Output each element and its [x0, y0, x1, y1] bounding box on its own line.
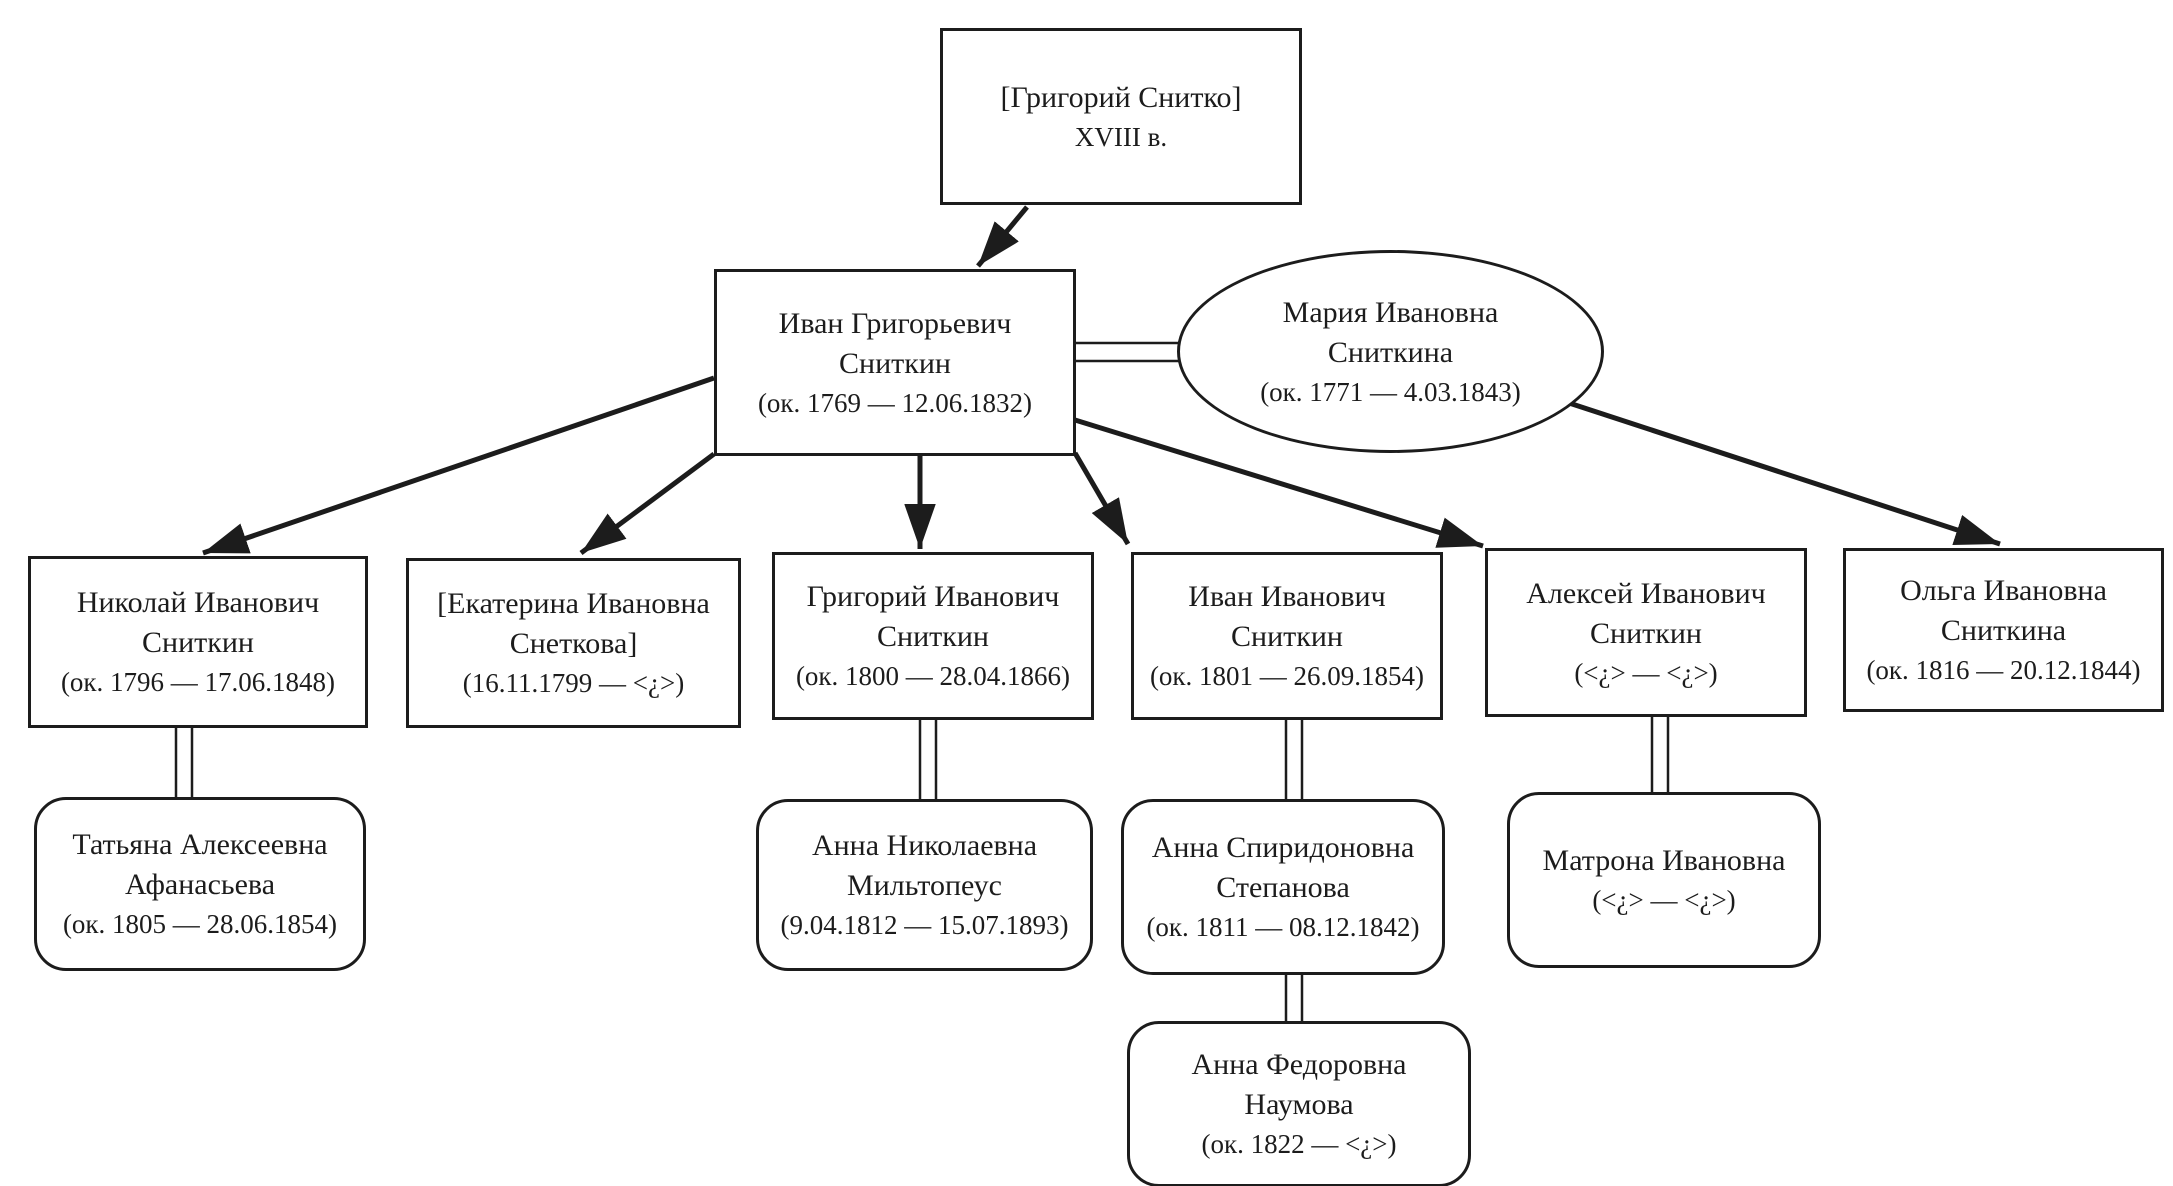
edge-parent-ivan-to-ivan-ivanovich	[1072, 451, 1131, 546]
person-name: Иван Григорьевич	[778, 306, 1012, 340]
edge-parent-grigory-snitko-to-ivan	[976, 205, 1029, 268]
edge-parent-ivan-to-ekaterina	[579, 451, 716, 556]
person-name: [Григорий Снитко]	[1000, 80, 1242, 114]
person-name-line2: Сниткин	[839, 346, 951, 380]
person-dates: (ок. 1796 — 17.06.1848)	[60, 667, 336, 697]
person-name-line2: Сниткина	[1327, 335, 1454, 369]
edge-parent-ivan-to-aleksey	[1074, 417, 1484, 549]
person-name: Ольга Ивановна	[1900, 574, 2107, 607]
person-name: Иван Иванович	[1188, 580, 1386, 613]
person-dates: (ок. 1769 — 12.06.1832)	[757, 387, 1033, 418]
edge-marriage-aleksey-matrona	[1650, 711, 1670, 798]
edge-parent-ivan-to-nikolai	[202, 375, 715, 556]
person-dates: (ок. 1801 — 26.09.1854)	[1149, 661, 1425, 691]
person-dates: (ок. 1816 — 20.12.1844)	[1866, 655, 2141, 685]
person-node-tatyana: Татьяна Алексеевна Афанасьева (ок. 1805 …	[34, 797, 366, 971]
person-dates: (ок. 1822 — <¿>)	[1201, 1129, 1397, 1159]
person-dates: (ок. 1771 — 4.03.1843)	[1260, 376, 1521, 407]
edge-marriage-ivan-maria	[1070, 341, 1190, 363]
person-node-aleksey: Алексей Иванович Сниткин (<¿> — <¿>)	[1485, 548, 1807, 717]
person-name-line2: Степанова	[1216, 871, 1350, 904]
person-name: Анна Николаевна	[811, 829, 1038, 862]
person-name: Анна Федоровна	[1191, 1048, 1407, 1081]
person-name-line2: Сниткин	[1231, 620, 1343, 653]
person-node-ivan-ivanovich: Иван Иванович Сниткин (ок. 1801 — 26.09.…	[1131, 552, 1443, 720]
person-dates: XVIII в.	[1074, 121, 1168, 152]
person-dates: (ок. 1800 — 28.04.1866)	[795, 661, 1071, 691]
person-name-line2: Сниткин	[877, 620, 989, 653]
person-dates: (ок. 1805 — 28.06.1854)	[62, 909, 338, 939]
person-dates: (<¿> — <¿>)	[1574, 657, 1718, 688]
person-node-anna-fedorovna: Анна Федоровна Наумова (ок. 1822 — <¿>)	[1127, 1021, 1471, 1186]
person-node-maria: Мария Ивановна Сниткина (ок. 1771 — 4.03…	[1177, 250, 1604, 453]
person-node-grigory-ivanovich: Григорий Иванович Сниткин (ок. 1800 — 28…	[772, 552, 1094, 720]
person-dates: (ок. 1811 — 08.12.1842)	[1146, 912, 1420, 942]
person-name: Алексей Иванович	[1526, 576, 1766, 610]
person-node-ivan-grigoryevich: Иван Григорьевич Сниткин (ок. 1769 — 12.…	[714, 269, 1076, 456]
person-name: Мария Ивановна	[1282, 295, 1499, 329]
person-dates: (<¿> — <¿>)	[1592, 885, 1736, 915]
person-name-line2: Наумова	[1244, 1088, 1354, 1121]
person-name-line2: Мильтопеус	[847, 869, 1002, 902]
person-node-matrona: Матрона Ивановна (<¿> — <¿>)	[1507, 792, 1821, 968]
edge-marriage-grigory-anna-nikolaevna	[918, 714, 938, 805]
person-name: Николай Иванович	[76, 586, 320, 619]
edge-parent-maria-to-olga	[1565, 399, 2001, 547]
person-name: Григорий Иванович	[806, 580, 1060, 613]
person-name-line2: Сниткина	[1940, 614, 2067, 647]
person-name-line2: Афанасьева	[124, 868, 276, 901]
person-node-olga: Ольга Ивановна Сниткина (ок. 1816 — 20.1…	[1843, 548, 2164, 712]
person-node-ekaterina: [Екатерина Ивановна Снеткова] (16.11.179…	[406, 558, 741, 728]
person-name-line2: Сниткин	[1590, 616, 1702, 650]
edge-marriage-anna-spiridonovna-anna-fedorovna	[1284, 969, 1304, 1027]
person-name: Матрона Ивановна	[1542, 844, 1786, 877]
edge-marriage-ivan-ivanovich-anna-spiridonovna	[1284, 714, 1304, 805]
person-name: Татьяна Алексеевна	[72, 828, 328, 861]
person-dates: (16.11.1799 — <¿>)	[462, 668, 685, 698]
person-node-nikolai: Николай Иванович Сниткин (ок. 1796 — 17.…	[28, 556, 368, 728]
person-node-anna-nikolaevna: Анна Николаевна Мильтопеус (9.04.1812 — …	[756, 799, 1093, 971]
person-name: Анна Спиридоновна	[1151, 831, 1415, 864]
person-node-anna-spiridonovna: Анна Спиридоновна Степанова (ок. 1811 — …	[1121, 799, 1445, 975]
edge-marriage-nikolai-tatyana	[174, 722, 194, 803]
person-name-line2: Сниткин	[142, 626, 254, 659]
person-dates: (9.04.1812 — 15.07.1893)	[780, 910, 1069, 940]
person-name-line2: Снеткова]	[509, 627, 638, 660]
person-name: [Екатерина Ивановна	[437, 587, 710, 620]
person-node-grigory-snitko: [Григорий Снитко] XVIII в.	[940, 28, 1302, 205]
